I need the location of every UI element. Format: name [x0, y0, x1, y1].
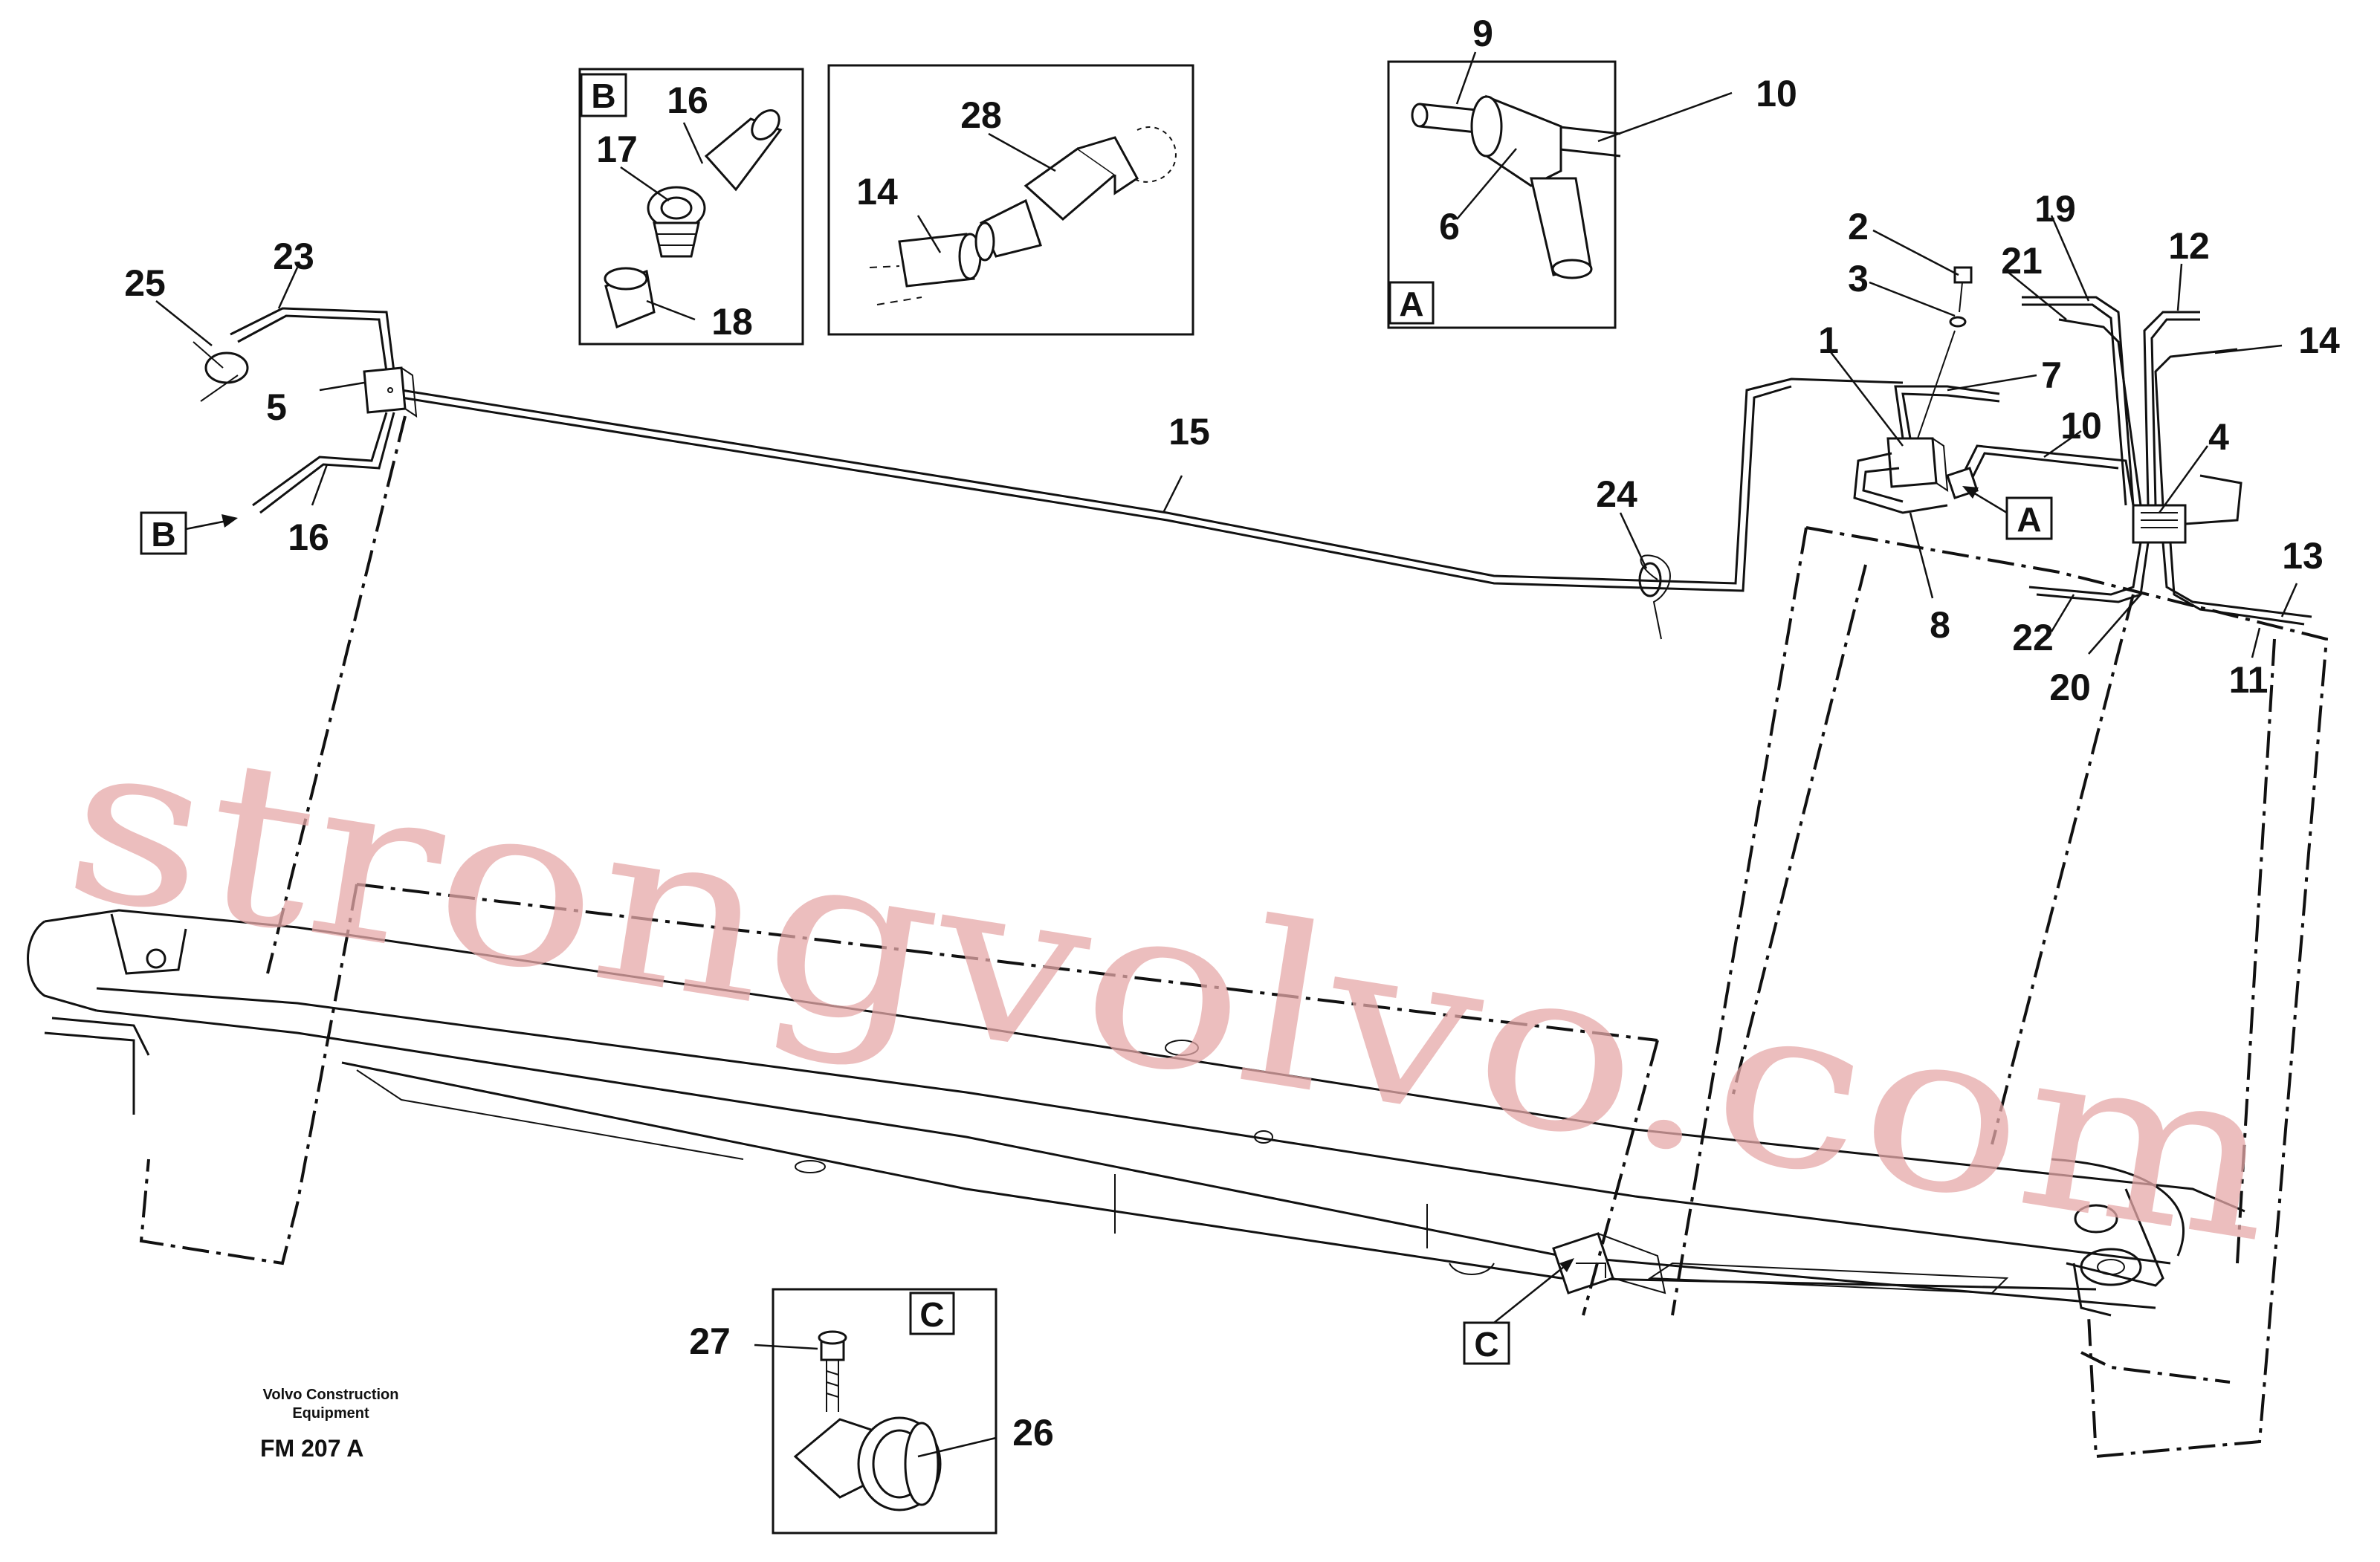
view-pointer-b: B [140, 511, 238, 555]
callout-15: 15 [1168, 411, 1210, 453]
callout-7: 7 [2041, 354, 2062, 396]
watermark: strongvolvo.com [51, 687, 2295, 1292]
view-pointer-c: C [1463, 1258, 1574, 1365]
callout-26: 26 [1012, 1412, 1054, 1454]
company-name-line2: Equipment [292, 1405, 369, 1422]
callout-16: 16 [288, 516, 329, 558]
callout-labels: 1 2 3 4 5 6 7 8 9 10 10 11 12 13 14 14 1… [124, 13, 2340, 1454]
hose-clamp-24 [1638, 562, 1662, 597]
detail-view-28 [827, 64, 1194, 336]
hose-15 [401, 377, 1904, 640]
callout-14: 14 [2298, 320, 2340, 361]
callout-24: 24 [1596, 473, 1637, 515]
left-connections [193, 307, 418, 514]
callout-10-detail-a: 10 [1756, 73, 1797, 114]
callout-27: 27 [689, 1320, 731, 1362]
detail-view-c-label: C [919, 1295, 944, 1334]
callout-10: 10 [2060, 405, 2102, 447]
view-pointer-c-label: C [1474, 1325, 1498, 1364]
callout-4: 4 [2208, 416, 2229, 458]
callout-6: 6 [1439, 206, 1460, 247]
detail-view-c: C [772, 1288, 997, 1535]
right-hose-bundle [1853, 266, 2312, 626]
hose-routes [139, 415, 2329, 1459]
figure-code: FM 207 A [260, 1435, 363, 1462]
boom-outline [27, 909, 2245, 1317]
callout-17: 17 [596, 129, 638, 170]
view-pointer-a: A [1962, 486, 2053, 540]
callout-21: 21 [2001, 240, 2043, 282]
callout-19: 19 [2034, 188, 2076, 230]
callout-20: 20 [2049, 667, 2091, 708]
callout-14-detail: 14 [856, 171, 898, 213]
callout-18: 18 [711, 301, 753, 343]
callout-12: 12 [2168, 225, 2210, 267]
callout-8: 8 [1930, 604, 1950, 646]
detail-view-b: B [578, 68, 804, 346]
callout-25: 25 [124, 262, 166, 304]
company-name-line1: Volvo Construction [263, 1387, 399, 1403]
callout-16-detail-b: 16 [667, 80, 708, 121]
detail-view-b-label: B [591, 77, 615, 115]
detail-view-a-label: A [1399, 285, 1423, 323]
callout-23: 23 [273, 236, 314, 277]
callout-1: 1 [1818, 320, 1839, 361]
leader-lines [155, 51, 2298, 1458]
callout-2: 2 [1848, 206, 1869, 247]
callout-13: 13 [2282, 535, 2324, 577]
callout-9: 9 [1472, 13, 1493, 54]
callout-3: 3 [1848, 258, 1869, 299]
callout-5: 5 [266, 386, 287, 428]
detail-view-a: A [1387, 60, 1621, 329]
callout-28: 28 [960, 94, 1002, 136]
view-pointer-a-label: A [2017, 500, 2041, 539]
footer: Volvo Construction Equipment FM 207 A [260, 1387, 398, 1462]
callout-11: 11 [2229, 659, 2269, 701]
callout-22: 22 [2012, 617, 2054, 658]
view-pointer-b-label: B [151, 515, 175, 554]
